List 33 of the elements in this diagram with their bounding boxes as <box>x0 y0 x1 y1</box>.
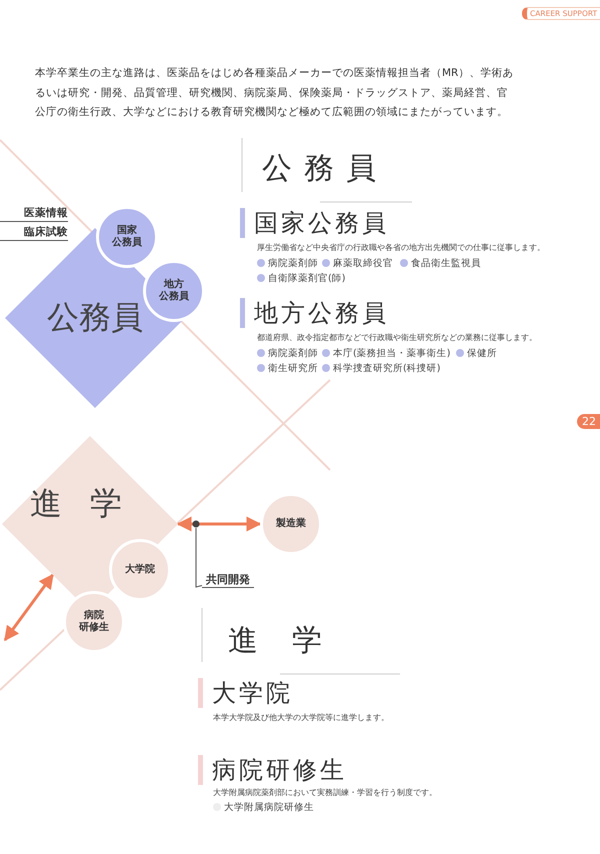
circle-node: 国家公務員 <box>96 206 158 268</box>
description-text: 本学大学院及び他大学の大学院等に進学します。 <box>213 712 389 723</box>
leader-line <box>196 528 202 588</box>
list-item-text: 病院薬剤師 <box>268 347 318 360</box>
list-item-text: 衛生研究所 <box>268 362 318 375</box>
arrow <box>176 516 262 532</box>
list-item-text: 麻薬取締役官 <box>333 257 393 270</box>
description-text: 都道府県、政令指定都市などで行政職や衛生研究所などの業務に従事します。 <box>257 332 537 343</box>
field-label: 医薬情報 <box>0 205 68 222</box>
section-heading: 病院研修生 <box>198 755 347 785</box>
circle-node: 大学院 <box>109 539 171 601</box>
list-item-text: 大学附属病院研修生 <box>224 801 314 814</box>
list-item-text: 病院薬剤師 <box>268 257 318 270</box>
intro-paragraph: 本学卒業生の主な進路は、医薬品をはじめ各種薬品メーカーでの医薬情報担当者（MR）、学術あるいは研究・開発、品質管理、研究機関、病院薬局、保険薬局・ドラッグストア、薬局経営、官公庁の衛生行政、大学などにおける教育研究機関など極めて広範囲の領域にまたがっています。 <box>35 66 514 120</box>
section-title: 公務員 <box>262 150 388 188</box>
list-item-text: 保健所 <box>467 347 497 360</box>
arrow <box>4 574 54 642</box>
list-item-text: 食品衛生監視員 <box>411 257 481 270</box>
list-item-text: 本庁(薬務担当・薬事衛生) <box>333 347 450 360</box>
page-number: 22 <box>577 414 600 429</box>
circle-node: 病院研修生 <box>63 591 125 653</box>
section-title: 進学 <box>228 622 356 660</box>
description-text: 厚生労働省など中央省庁の行政職や各省の地方出先機関での仕事に従事します。 <box>257 242 545 253</box>
section-heading: 大学院 <box>198 678 293 708</box>
circle-node: 地方公務員 <box>143 260 205 322</box>
section-heading: 地方公務員 <box>240 298 389 328</box>
field-label: 臨床試験 <box>0 224 68 241</box>
text-node: 共同開発 <box>202 570 254 588</box>
circle-node: 製造業 <box>260 493 322 555</box>
list-item-text: 科学捜査研究所(科捜研) <box>333 362 440 375</box>
description-text: 大学附属病院薬剤部において実務訓練・学習を行う制度です。 <box>213 787 437 798</box>
list-item-text: 自衛隊薬剤官(師) <box>268 272 346 285</box>
section-heading: 国家公務員 <box>240 208 389 238</box>
